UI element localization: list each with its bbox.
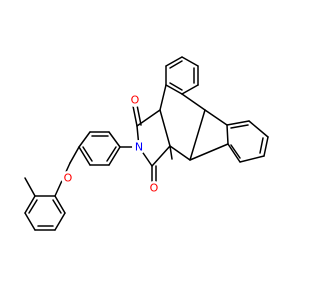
bond-upper-ring xyxy=(165,56,183,67)
bond-carbonyl xyxy=(132,105,138,127)
atom-label-o: O xyxy=(150,182,159,195)
atom-label-n: N xyxy=(135,141,143,154)
bond-phenylene-ring xyxy=(78,146,91,166)
bond-lower-ring xyxy=(226,120,250,126)
bond-ether xyxy=(69,146,80,164)
carbonyl-oxygen-top: O xyxy=(128,93,142,107)
bond-bridge xyxy=(169,145,191,161)
bond-upper-ring xyxy=(181,56,199,67)
ether-oxygen: O xyxy=(61,171,75,185)
bond-phenylene-ring-inner xyxy=(106,146,117,162)
carbonyl-oxygen-bottom: O xyxy=(147,181,161,195)
bond-upper-ring-inner xyxy=(169,82,183,91)
bond-tolyl-methyl xyxy=(24,177,36,197)
bond-tolyl-ring-inner xyxy=(28,199,38,214)
bond-lower-ring-inner xyxy=(230,124,249,129)
bond-tolyl-ring-inner xyxy=(52,199,62,214)
bond-carbonyl xyxy=(136,104,142,126)
bond-lower-ring-inner xyxy=(259,137,264,154)
bond-bridge xyxy=(189,143,229,161)
bond-lower-ring xyxy=(226,124,229,145)
molecule-structure-diagram: O N O O xyxy=(24,56,269,231)
atom-label-o: O xyxy=(64,172,73,185)
bond-layer xyxy=(24,56,269,231)
bond-bridge xyxy=(159,84,167,111)
bond-phenylene-ring-inner xyxy=(82,146,93,162)
bond-tolyl-ring xyxy=(54,195,66,214)
bond-methyl xyxy=(169,145,173,160)
bond-tolyl-ring xyxy=(24,195,36,214)
bond-upper-ring-inner xyxy=(169,60,183,69)
bond-lower-ring xyxy=(248,120,269,138)
bond-lower-ring xyxy=(227,143,241,163)
atom-label-layer: O N O O xyxy=(61,93,161,195)
atom-label-o: O xyxy=(131,94,140,107)
bond-lower-ring xyxy=(263,136,269,157)
bond-upper-ring xyxy=(181,84,199,95)
bond-tolyl-ring xyxy=(24,212,36,231)
bond-bridge xyxy=(181,93,206,111)
bond-phenylene-ring xyxy=(78,131,91,148)
imide-nitrogen: N xyxy=(132,140,146,154)
bond-bridge xyxy=(204,109,228,126)
bond-lower-ring-inner xyxy=(230,144,241,159)
bond-bridge xyxy=(189,109,206,161)
bond-phenylene-ring xyxy=(108,146,121,166)
bond-tolyl-ring xyxy=(54,212,66,231)
bond-bridge xyxy=(159,109,171,147)
bond-lower-ring xyxy=(239,155,265,163)
bond-imide-ring xyxy=(151,145,171,167)
bond-upper-ring xyxy=(165,84,183,95)
bond-phenylene-ring xyxy=(108,131,121,148)
